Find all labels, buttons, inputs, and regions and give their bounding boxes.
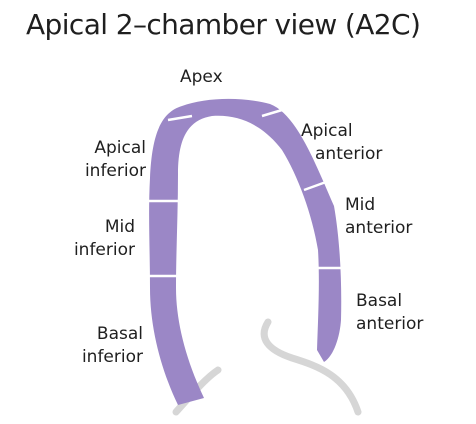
label-mid-inferior: Mid inferior	[73, 217, 135, 260]
left-vessel-outline	[172, 366, 222, 416]
label-mid-anterior: Mid anterior	[345, 195, 413, 238]
label-basal-inferior: Basal inferior	[81, 324, 143, 367]
divider-apex-right	[261, 108, 283, 118]
right-vessel-outline	[260, 318, 362, 416]
segment-dividers	[148, 108, 344, 278]
myocardium-wall	[149, 98, 342, 406]
label-apical-inferior: Apical inferior	[84, 138, 146, 181]
diagram-title: Apical 2–chamber view (A2C)	[26, 8, 421, 41]
label-basal-anterior: Basal anterior	[356, 291, 424, 334]
label-apex: Apex	[180, 67, 223, 87]
divider-apical-mid-anterior	[303, 180, 327, 192]
label-apical-anterior: Apical anterior	[301, 121, 383, 164]
divider-apex-left	[167, 114, 193, 122]
